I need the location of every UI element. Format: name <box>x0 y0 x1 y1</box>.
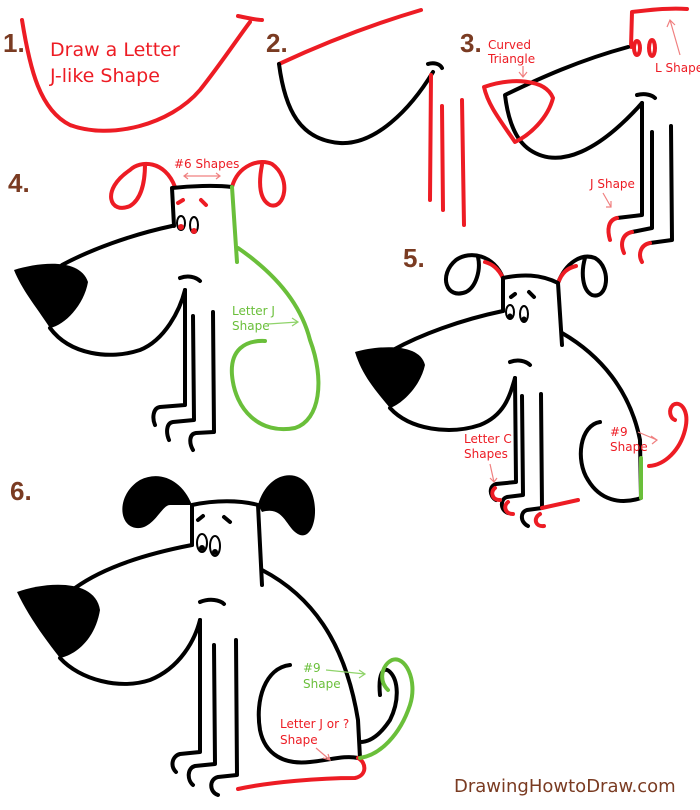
footer-site: DrawingHowtoDraw.com <box>454 776 676 797</box>
step-1-number: 1. <box>3 28 25 58</box>
step-6: 6. #9 Shape Letter J or ? Shape <box>10 475 415 797</box>
step-3-label-triangle: Triangle <box>487 52 535 66</box>
step-5: 5. #9 Shape Letter C Shapes <box>355 243 689 529</box>
step-1-label-line2: J-like Shape <box>49 65 160 87</box>
step-6-label-shape: Shape <box>280 733 318 747</box>
step-3-label-l-shape: L Shape <box>655 61 700 75</box>
step-1: 1. Draw a Letter J-like Shape <box>3 14 264 133</box>
step-3-label-j-shape: J Shape <box>589 177 635 191</box>
step-3-label-curved: Curved <box>488 38 531 52</box>
step-5-label-9: #9 <box>610 425 628 439</box>
step-5-label-9-shape: Shape <box>610 440 648 454</box>
step-3: 3. Curved Triangle L Shape J Shape <box>460 6 700 264</box>
step-6-label-9: #9 <box>303 661 321 675</box>
step-5-label-letter-c: Letter C <box>464 432 512 446</box>
step-5-number: 5. <box>403 243 425 273</box>
step-4-label-letter-j: Letter J <box>232 304 275 318</box>
step-4-label-shape: Shape <box>232 319 270 333</box>
step-4: 4. #6 Shapes Letter J Shape <box>8 157 321 452</box>
step-2-number: 2. <box>266 28 288 58</box>
step-6-label-letter-j-or: Letter J or ? <box>280 717 349 731</box>
step-4-label-6-shapes: #6 Shapes <box>174 157 239 171</box>
step-5-label-shapes: Shapes <box>464 447 508 461</box>
step-6-number: 6. <box>10 476 32 506</box>
step-6-label-9-shape: Shape <box>303 677 341 691</box>
step-4-number: 4. <box>8 168 30 198</box>
step-3-number: 3. <box>460 28 482 58</box>
step-1-label-line1: Draw a Letter <box>50 39 180 61</box>
step-2: 2. <box>266 8 466 227</box>
